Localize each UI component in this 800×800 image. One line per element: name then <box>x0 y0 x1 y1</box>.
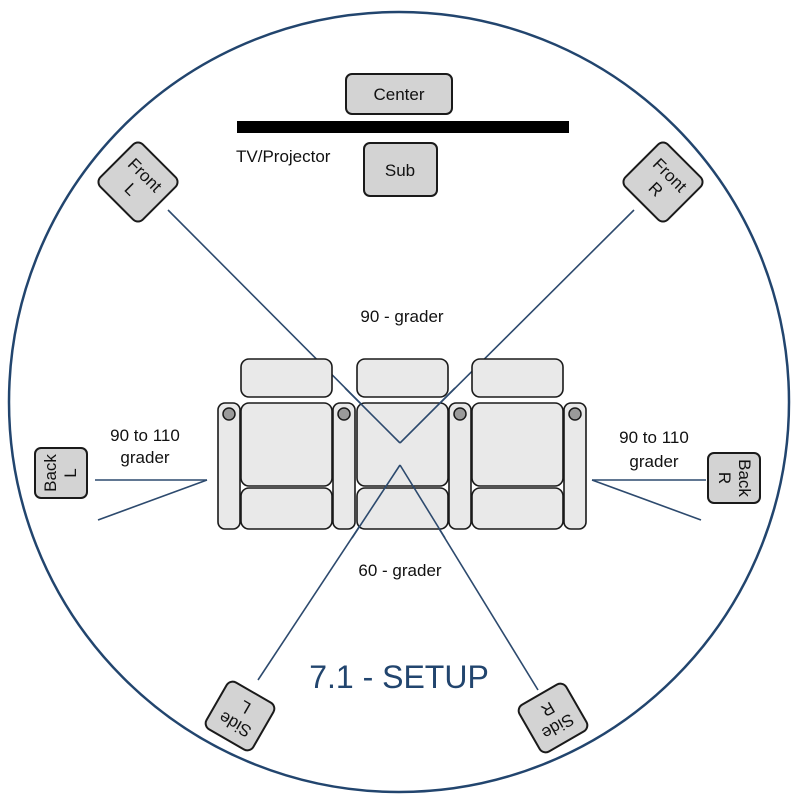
seat-left-cushion <box>240 487 333 530</box>
speaker-front-r[interactable]: Front R <box>621 140 706 225</box>
angle-back-r-line2: grader <box>629 452 678 471</box>
room-circle <box>7 10 791 794</box>
speaker-side-r[interactable]: Side R <box>516 681 590 755</box>
speaker-back-l[interactable]: Back L <box>34 447 88 499</box>
ray-front-r-over <box>399 387 456 444</box>
speaker-back-r-line1: Back <box>735 459 754 497</box>
speaker-front-l[interactable]: Front L <box>96 140 181 225</box>
speaker-back-r-line2: R <box>715 472 734 484</box>
speaker-back-l-line2: L <box>61 468 80 477</box>
angle-front-label: 90 - grader <box>360 307 443 326</box>
speaker-center[interactable]: Center <box>345 73 453 115</box>
armrest-2 <box>332 402 356 530</box>
armrest-1 <box>217 402 241 530</box>
diagram-title: 7.1 - SETUP <box>309 659 489 695</box>
armrest-3 <box>448 402 472 530</box>
speaker-side-l[interactable]: Side L <box>203 679 277 753</box>
seating-row <box>217 358 587 530</box>
armrest-4 <box>563 402 587 530</box>
ray-back-r-lower <box>591 479 702 521</box>
seat-center-cushion <box>356 487 449 530</box>
seat-left-headrest <box>240 358 333 398</box>
angle-side-label: 60 - grader <box>358 561 441 580</box>
angle-back-l-line1: 90 to 110 <box>110 426 180 445</box>
speaker-center-label: Center <box>373 85 424 104</box>
screen-label: TV/Projector <box>236 147 331 166</box>
seat-right-cushion <box>471 487 564 530</box>
ray-front-l-over <box>344 387 401 444</box>
speaker-sub-label: Sub <box>385 161 415 180</box>
screen-bar <box>237 121 569 133</box>
speaker-back-l-line1: Back <box>41 454 60 492</box>
seat-right-back <box>471 402 564 487</box>
seat-right-headrest <box>471 358 564 398</box>
armrest-knob-3 <box>453 407 467 421</box>
seat-center-headrest <box>356 358 449 398</box>
speaker-sub[interactable]: Sub <box>363 142 438 197</box>
angle-back-l-line2: grader <box>120 448 169 467</box>
seat-left-back <box>240 402 333 487</box>
armrest-knob-1 <box>222 407 236 421</box>
angle-back-r-line1: 90 to 110 <box>619 428 689 447</box>
ray-side-l-over <box>351 464 401 539</box>
seat-center-back <box>356 402 449 487</box>
armrest-knob-2 <box>337 407 351 421</box>
armrest-knob-4 <box>568 407 582 421</box>
ray-side-r-over <box>399 464 446 539</box>
speaker-back-r[interactable]: Back R <box>707 452 761 504</box>
ray-back-l-lower <box>97 479 208 521</box>
